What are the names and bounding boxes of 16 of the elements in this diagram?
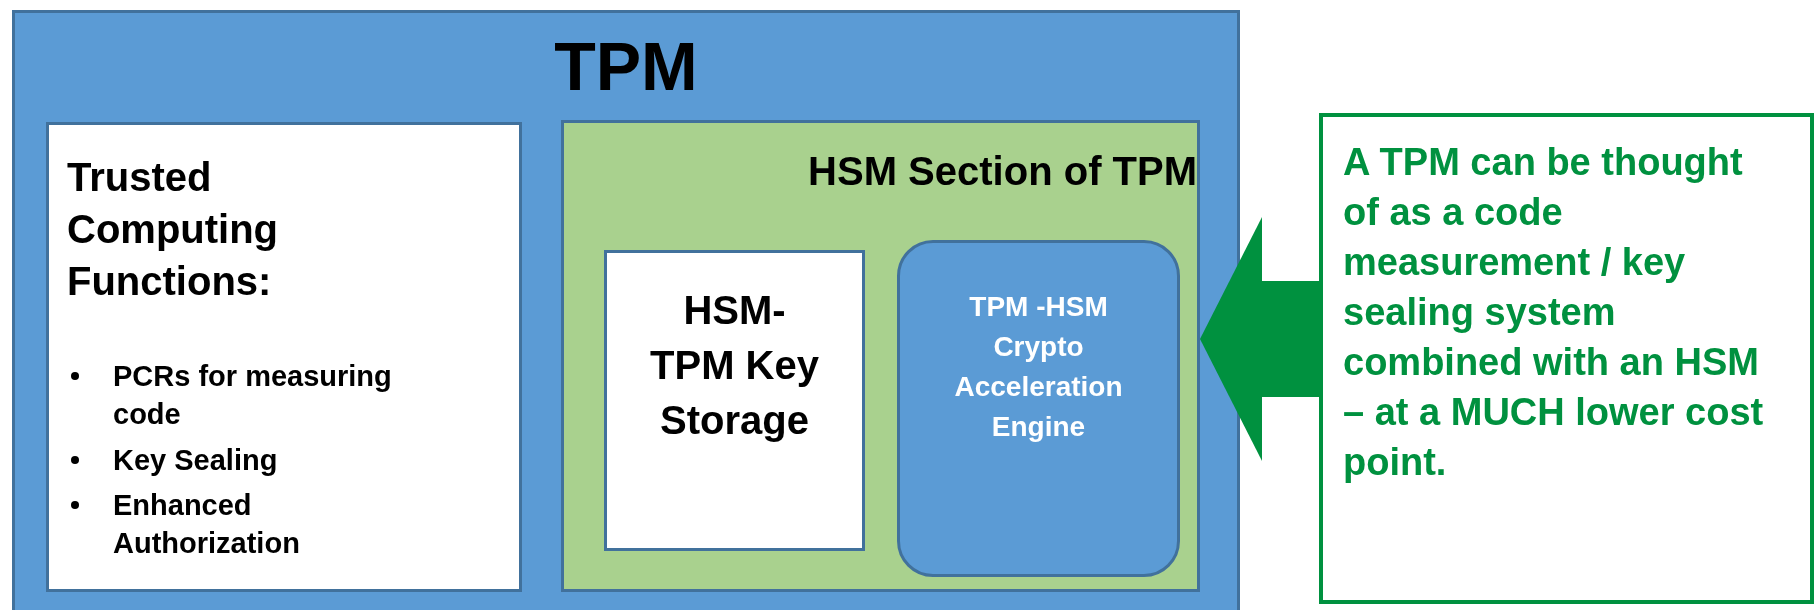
bullet-item: PCRs for measuring code [113, 359, 393, 432]
box-heading: TPM [553, 27, 699, 105]
crypto-engine-box [897, 240, 1180, 577]
note-callout [1319, 113, 1814, 604]
section-heading: HSM Section of TPM [808, 149, 1197, 194]
box-label: HSM-TPM Key Storage [649, 287, 820, 444]
functions-panel [46, 122, 522, 592]
bullet-item: Key Sealing [113, 443, 279, 478]
tpm-box [12, 10, 1240, 610]
key-storage-box [604, 250, 865, 551]
panel-heading: Trusted Computing Functions: [67, 154, 280, 305]
bullet-item: Enhanced Authorization [113, 488, 301, 561]
box-label: TPM -HSM Crypto Acceleration Engine [953, 290, 1124, 444]
note-text: A TPM can be thought of as a code measurement / key sealing system combined with an HSM – at a MUCH lower cost point. [1343, 140, 1765, 485]
hsm-section-panel [561, 120, 1200, 592]
block-arrow [1200, 217, 1319, 461]
